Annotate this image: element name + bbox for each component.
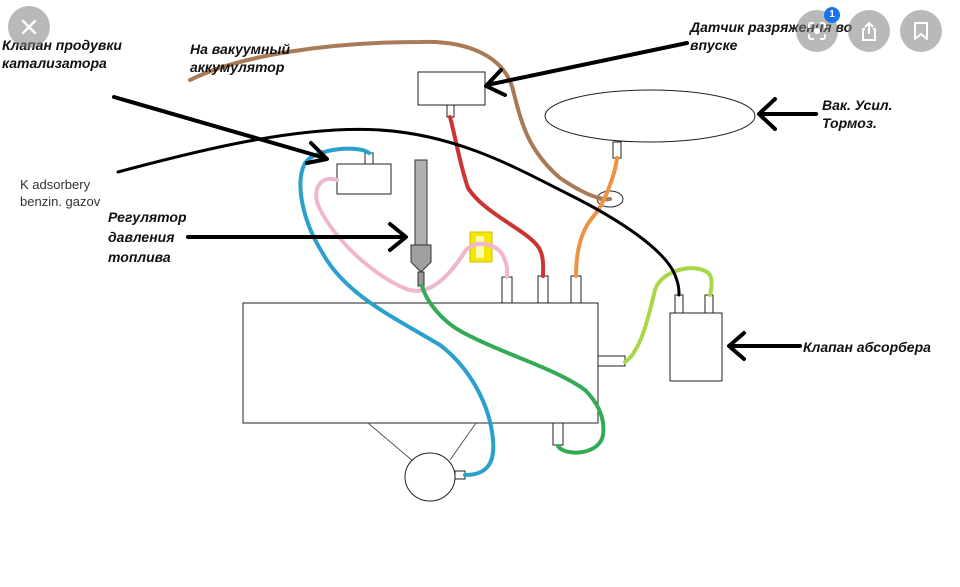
share-button[interactable] [848, 10, 890, 52]
green-hose [420, 284, 606, 455]
arrow-regulator-head [388, 222, 408, 252]
brake-booster [544, 89, 756, 143]
vacuum-reservoir [404, 452, 456, 502]
arrow-booster-head [757, 97, 777, 131]
manifold-port-bottom [552, 422, 564, 446]
label-fuel-pressure-regulator: Регулятор давления топлива [108, 209, 187, 265]
label-brake-booster: Вак. Усил. Тормоз. [822, 97, 893, 131]
pink-hose [314, 176, 510, 293]
support-line-left [367, 422, 415, 463]
arrow-purge-valve-head [305, 141, 329, 165]
support-line-right [449, 422, 477, 461]
brown-hose [188, 39, 612, 202]
vacuum-sensor-box [417, 71, 486, 106]
close-icon [21, 19, 37, 35]
arrow-purge-valve-shaft [112, 95, 327, 160]
absorber-valve-box [669, 312, 723, 382]
manifold-port-left [501, 276, 513, 304]
close-button[interactable] [8, 6, 50, 48]
absorber-port-right [704, 294, 714, 314]
red-hose [448, 115, 546, 278]
notification-badge: 1 [824, 7, 840, 23]
absorber-port-left [674, 294, 684, 314]
label-vacuum-accumulator: На вакуумный аккумулятор [190, 41, 291, 75]
orange-hose [574, 156, 619, 278]
label-adsorber-fuel-vapors: K adsorbery benzin. gazov [20, 177, 101, 209]
purge-valve-box [336, 163, 392, 195]
bookmark-icon [914, 22, 928, 40]
manifold-port-right [570, 275, 582, 304]
arrow-sensor-shaft [485, 41, 689, 87]
intake-manifold [242, 302, 599, 424]
fuel-regulator-body [414, 159, 428, 246]
fuel-regulator-head [410, 244, 432, 273]
lens-icon [808, 22, 826, 40]
arrow-absorber-head [727, 331, 746, 361]
manifold-port-side [597, 355, 626, 367]
fuel-regulator-tip [417, 271, 425, 287]
yellow-connector-inner [476, 236, 484, 258]
label-absorber-valve: Клапан абсорбера [803, 339, 931, 355]
brake-booster-port [612, 141, 622, 159]
share-icon [862, 21, 876, 41]
arrow-sensor-head [484, 68, 507, 97]
bookmark-button[interactable] [900, 10, 942, 52]
manifold-port-middle [537, 275, 549, 304]
